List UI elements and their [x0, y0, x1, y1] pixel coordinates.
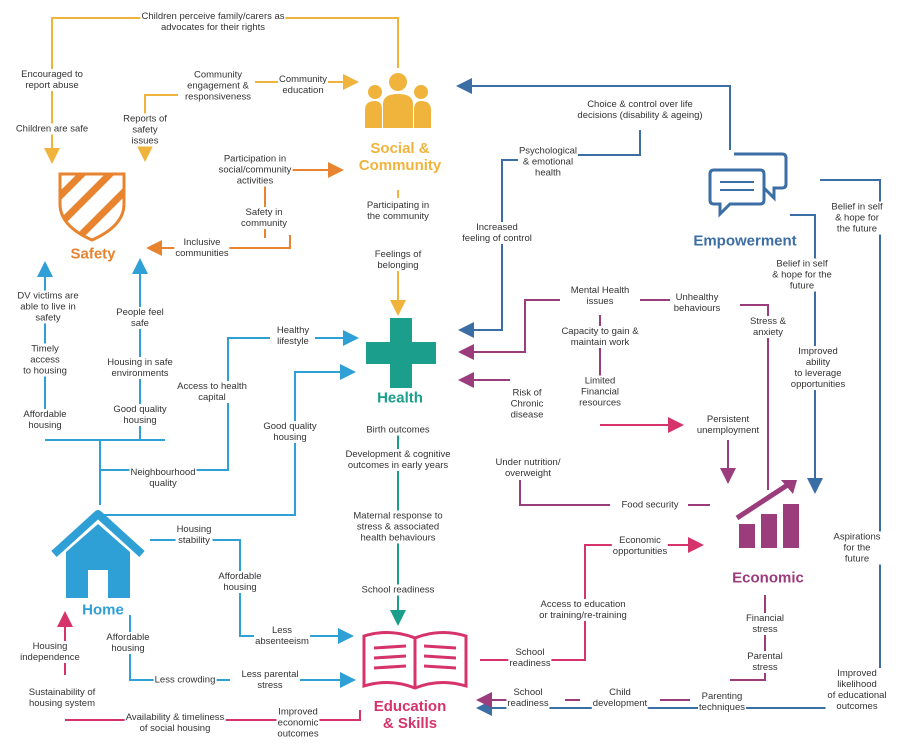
node-parenting-techniques: Parenting techniques	[698, 691, 746, 713]
open-book-icon	[362, 631, 468, 690]
node-increased-control: Increased feeling of control	[461, 222, 533, 244]
node-encouraged-report: Encouraged to report abuse	[20, 69, 84, 91]
node-participation-social: Participation in social/community activi…	[217, 153, 293, 187]
people-icon	[365, 73, 431, 128]
connector-belief-self-1	[476, 179, 881, 716]
node-parental-stress: Parental stress	[746, 651, 784, 673]
node-inclusive-communities: Inclusive communities	[174, 237, 230, 259]
bar-chart-icon	[735, 480, 799, 548]
node-good-quality-housing-1: Good quality housing	[112, 404, 168, 426]
node-community-education: Community education	[277, 74, 329, 96]
node-improved-ability: Improved ability to leverage opportuniti…	[789, 346, 847, 390]
node-economic-opportunities: Economic opportunities	[611, 535, 669, 557]
node-affordable-housing-2: Affordable housing	[217, 571, 263, 593]
node-dv-victims: DV victims are able to live in safety	[16, 290, 80, 324]
node-psych-health: Psychological & emotional health	[517, 145, 579, 179]
node-persistent-unemployment: Persistent unemployment	[695, 414, 761, 436]
economic-connectors	[458, 299, 769, 708]
shield-icon	[58, 172, 126, 242]
node-healthy-lifestyle: Healthy lifestyle	[275, 325, 311, 347]
node-school-readiness-3: School readiness	[506, 687, 550, 709]
connector-psych-health	[458, 159, 522, 338]
node-improved-economic: Improved economic outcomes	[276, 706, 320, 740]
node-financial-stress: Financial stress	[744, 613, 786, 635]
node-mental-health: Mental Health issues	[569, 285, 631, 307]
node-food-security: Food security	[620, 499, 680, 511]
node-community-engagement: Community engagement & responsiveness	[183, 69, 253, 103]
node-choice-control: Choice & control over life decisions (di…	[576, 99, 704, 121]
node-less-absenteeism: Less absenteeism	[254, 625, 310, 647]
node-development-cognitive: Development & cognitive outcomes in earl…	[344, 449, 452, 471]
node-school-readiness-1: School readiness	[360, 584, 436, 596]
node-safety-in-community: Safety in community	[240, 207, 288, 229]
node-risk-chronic: Risk of Chronic disease	[509, 387, 545, 421]
node-feelings-belonging: Feelings of belonging	[373, 249, 423, 271]
connector-choice-control	[575, 130, 641, 156]
node-unhealthy-behaviours: Unhealthy behaviours	[672, 292, 722, 314]
node-sustainability-housing: Sustainability of housing system	[27, 687, 97, 709]
node-people-feel-safe: People feel safe	[115, 307, 165, 329]
node-birth-outcomes: Birth outcomes	[365, 424, 431, 436]
node-children-safe: Children are safe	[14, 123, 90, 135]
node-access-health-capital: Access to health capital	[176, 381, 248, 403]
hub-title-social: Social & Community	[358, 140, 442, 174]
node-neighbourhood-quality: Neighbourhood quality	[129, 467, 197, 489]
connector-mental-health	[458, 299, 560, 360]
node-belief-self-1: Belief in self & hope for the future	[830, 201, 884, 235]
node-improved-likelihood: Improved likelihood of educational outco…	[825, 668, 889, 712]
speech-bubbles-icon	[708, 152, 788, 218]
node-school-readiness-2: School readiness	[508, 647, 552, 669]
hub-title-safety: Safety	[70, 245, 116, 263]
connector-unhealthy-stress	[740, 304, 769, 490]
empowerment-connectors	[456, 78, 881, 716]
node-belief-self-2: Belief in self & hope for the future	[771, 258, 833, 292]
node-child-development: Child development	[591, 687, 649, 709]
node-affordable-housing-1: Affordable housing	[22, 409, 68, 431]
hub-title-education: Education & Skills	[373, 698, 447, 732]
node-limited-financial: Limited Financial resources	[578, 375, 622, 409]
hub-title-empowerment: Empowerment	[693, 232, 797, 250]
hub-title-home: Home	[82, 601, 124, 619]
connector-empowerment-social	[456, 78, 731, 150]
node-access-education: Access to education or training/re-train…	[538, 599, 628, 621]
node-housing-safe-env: Housing in safe environments	[106, 357, 174, 379]
house-icon	[51, 510, 145, 598]
connector-good-quality-2	[100, 364, 356, 516]
node-less-parental-stress: Less parental stress	[240, 669, 300, 691]
node-timely-access: Timely access to housing	[22, 343, 68, 377]
node-availability-social-housing: Availability & timeliness of social hous…	[124, 712, 226, 734]
node-housing-independence: Housing independence	[19, 641, 81, 663]
node-less-crowding: Less crowding	[153, 674, 217, 686]
node-aspirations: Aspirations for the future	[832, 531, 882, 565]
node-under-nutrition: Under nutrition/ overweight	[494, 457, 562, 479]
node-affordable-housing-3: Affordable housing	[105, 632, 151, 654]
node-participating-community: Participating in the community	[365, 200, 431, 222]
node-reports-safety: Reports of safety issues	[122, 113, 168, 147]
node-maternal-response: Maternal response to stress & associated…	[352, 510, 444, 544]
medical-cross-icon	[366, 318, 436, 388]
connector-home-trunk	[45, 439, 101, 505]
connector-under-nutrition	[519, 480, 610, 506]
node-children-perceive: Children perceive family/carers as advoc…	[140, 11, 286, 33]
hub-title-economic: Economic	[732, 569, 804, 587]
node-capacity-work: Capacity to gain & maintain work	[560, 326, 640, 348]
node-housing-stability: Housing stability	[175, 524, 213, 546]
hub-title-health: Health	[377, 389, 423, 407]
connector-belief-self-2	[790, 214, 823, 494]
node-stress-anxiety: Stress & anxiety	[749, 316, 787, 338]
node-good-quality-housing-2: Good quality housing	[262, 421, 318, 443]
